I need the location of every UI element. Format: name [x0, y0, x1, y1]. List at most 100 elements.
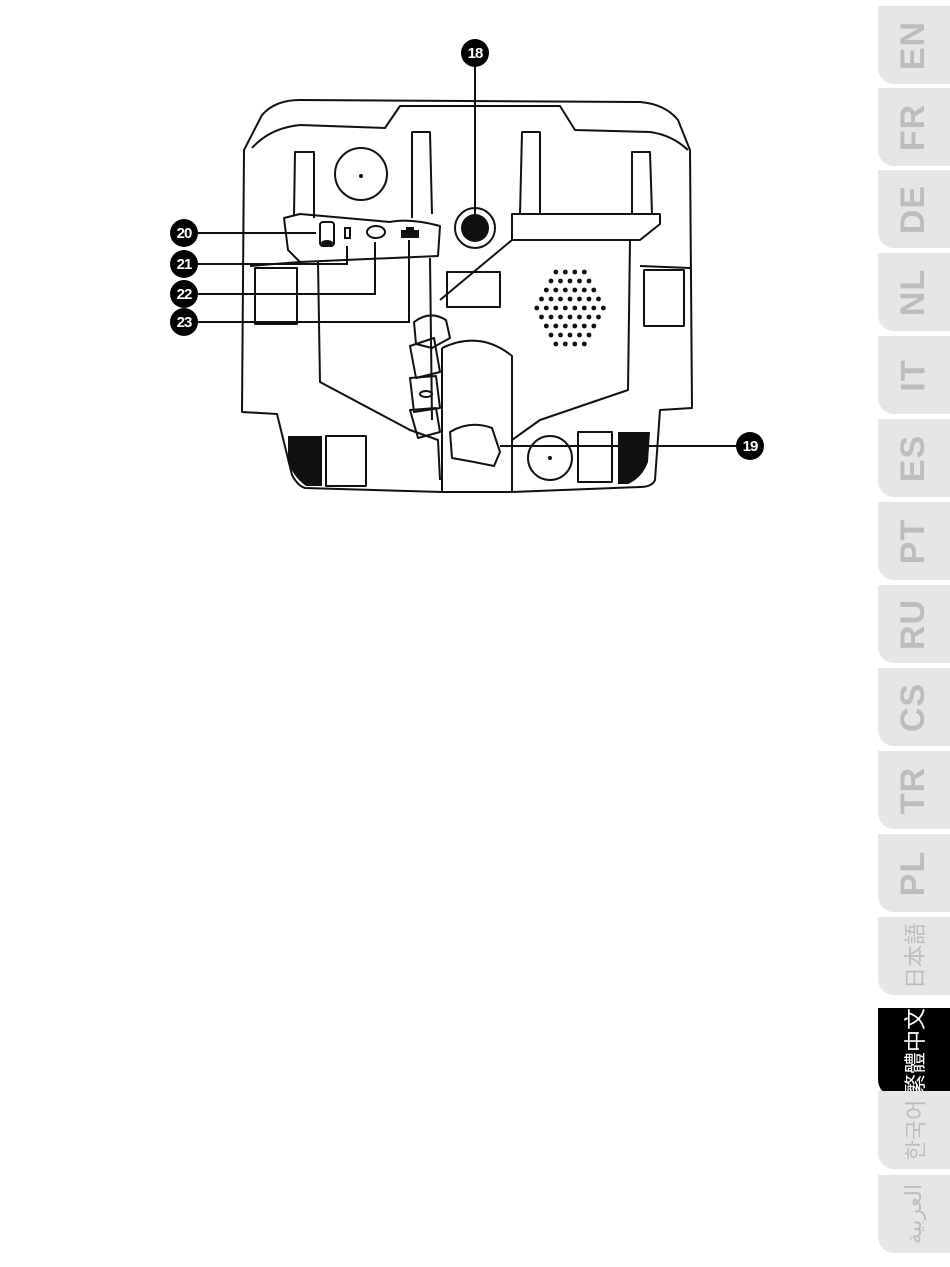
speaker-hole: [539, 315, 544, 320]
right-leg-inner: [520, 132, 540, 214]
language-tab-14[interactable]: العربية: [878, 1175, 950, 1253]
language-label: 한국어: [898, 1100, 930, 1161]
language-tab-7[interactable]: RU: [878, 585, 950, 663]
svg-text:19: 19: [743, 438, 758, 455]
cable-clip-2: [410, 338, 440, 378]
speaker-hole: [587, 279, 592, 284]
speaker-hole: [568, 333, 573, 338]
right-foot-pad: [618, 432, 650, 484]
speaker-hole: [558, 279, 563, 284]
callout-22: 22: [170, 280, 198, 308]
speaker-hole: [553, 342, 558, 347]
callout-21: 21: [170, 250, 198, 278]
language-tab-5[interactable]: ES: [878, 419, 950, 497]
speaker-hole: [553, 306, 558, 311]
svg-text:22: 22: [177, 286, 192, 303]
speaker-hole: [582, 288, 587, 293]
language-label: PL: [894, 850, 933, 895]
speaker-hole: [549, 333, 554, 338]
language-tab-12[interactable]: 繁體中文: [878, 1008, 950, 1096]
language-tab-8[interactable]: CS: [878, 668, 950, 746]
callout-20: 20: [170, 219, 198, 247]
language-label: DE: [894, 184, 933, 233]
language-label: CS: [894, 682, 933, 731]
language-label: PT: [894, 518, 933, 563]
language-tab-3[interactable]: NL: [878, 253, 950, 331]
language-label: العربية: [901, 1184, 927, 1244]
speaker-hole: [563, 270, 568, 275]
speaker-hole: [544, 324, 549, 329]
callout-19: 19: [736, 432, 764, 460]
speaker-hole: [553, 288, 558, 293]
speaker-hole: [591, 324, 596, 329]
speaker-hole: [539, 297, 544, 302]
language-label: EN: [894, 20, 933, 69]
mode-button: [345, 228, 350, 238]
language-label: FR: [894, 103, 933, 150]
language-tab-6[interactable]: PT: [878, 502, 950, 580]
top-contour: [252, 106, 688, 150]
language-label: 繁體中文: [898, 1008, 930, 1096]
speaker-hole: [544, 288, 549, 293]
language-tab-10[interactable]: PL: [878, 834, 950, 912]
left-leg-inner: [412, 132, 432, 218]
speaker-hole: [544, 306, 549, 311]
speaker-hole: [534, 306, 539, 311]
language-tab-11[interactable]: 日本語: [878, 917, 950, 995]
language-tab-13[interactable]: 한국어: [878, 1091, 950, 1169]
language-tab-9[interactable]: TR: [878, 751, 950, 829]
speaker-hole: [568, 315, 573, 320]
language-label: RU: [894, 598, 933, 649]
speaker-hole: [558, 315, 563, 320]
language-label: TR: [894, 766, 933, 813]
led-indicator: [367, 226, 385, 238]
speaker-hole: [582, 324, 587, 329]
speaker-hole: [582, 342, 587, 347]
cable-clip-hole: [420, 391, 432, 397]
language-label: 日本語: [898, 923, 930, 989]
device-bottom-diagram: 18 19 20 21 22 23: [0, 0, 878, 1267]
svg-text:21: 21: [177, 256, 192, 273]
speaker-hole: [568, 297, 573, 302]
language-tab-4[interactable]: IT: [878, 336, 950, 414]
speaker-hole: [572, 306, 577, 311]
right-side-slot: [644, 270, 684, 326]
speaker-hole: [587, 315, 592, 320]
speaker-hole: [563, 306, 568, 311]
center-mount-hole: [461, 214, 489, 242]
svg-text:20: 20: [177, 225, 192, 242]
speaker-hole: [572, 270, 577, 275]
callout-23: 23: [170, 308, 198, 336]
speaker-hole: [577, 315, 582, 320]
language-tab-1[interactable]: FR: [878, 88, 950, 166]
rj12-port: [401, 227, 419, 238]
language-tab-0[interactable]: EN: [878, 6, 950, 84]
speaker-hole: [577, 279, 582, 284]
speaker-hole: [563, 342, 568, 347]
speaker-hole: [591, 288, 596, 293]
language-tab-2[interactable]: DE: [878, 170, 950, 248]
speaker-hole: [549, 315, 554, 320]
speaker-hole: [596, 297, 601, 302]
speaker-grille: [534, 270, 605, 347]
speaker-hole: [563, 288, 568, 293]
speaker-hole: [549, 297, 554, 302]
center-slot: [447, 272, 500, 307]
speaker-hole: [587, 297, 592, 302]
speaker-hole: [601, 306, 606, 311]
right-leg-outer: [632, 152, 652, 214]
speaker-hole: [591, 306, 596, 311]
language-label: NL: [894, 268, 933, 315]
speaker-hole: [582, 306, 587, 311]
cable-clip-3: [410, 376, 440, 412]
speaker-hole: [572, 324, 577, 329]
right-panel: [512, 214, 660, 240]
center-divider: [440, 240, 512, 300]
speaker-hole: [563, 324, 568, 329]
speaker-hole: [577, 333, 582, 338]
speaker-hole: [553, 270, 558, 275]
speaker-hole: [553, 324, 558, 329]
speaker-hole: [582, 270, 587, 275]
speaker-hole: [572, 342, 577, 347]
